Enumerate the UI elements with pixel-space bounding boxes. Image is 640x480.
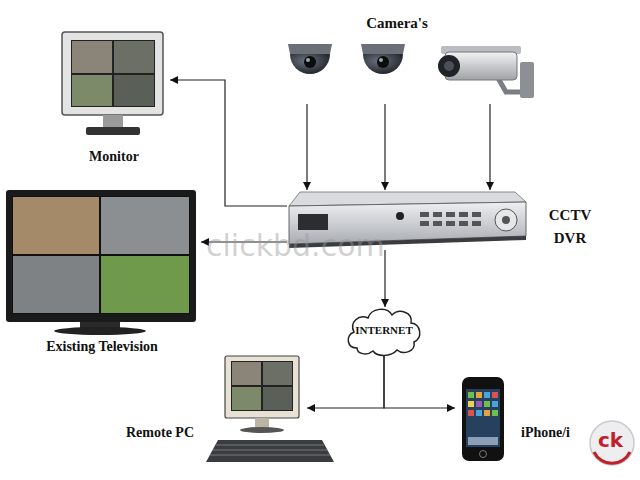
remote-pc-illustration (232, 387, 261, 410)
dvr-recorder (495, 209, 517, 231)
remote-pc-illustration (232, 362, 261, 385)
smartphone-illustration (480, 451, 487, 458)
television-illustration (12, 196, 190, 314)
television-node: Existing Television (3, 186, 201, 362)
connector-arrow (307, 355, 384, 408)
remote-pc-illustration (240, 427, 284, 433)
dvr-recorder (502, 216, 510, 224)
television-illustration (101, 197, 189, 254)
connector-arrow (170, 80, 287, 206)
dvr-recorder (446, 221, 455, 226)
television-illustration (6, 190, 196, 322)
internet-cloud: INTERNET (343, 300, 425, 360)
dvr-recorder (433, 221, 442, 226)
logo-badge (590, 421, 634, 465)
remote-pc-illustration (206, 440, 334, 462)
monitor-illustration (103, 115, 123, 127)
connector-arrow (306, 104, 307, 190)
remote-pc-illustration (263, 362, 292, 385)
dome-camera (304, 56, 316, 68)
television-illustration (6, 190, 196, 335)
dvr-recorder (459, 221, 468, 226)
dvr-recorder (396, 212, 404, 220)
monitor-illustration (86, 127, 140, 135)
node-label: Existing Television (3, 338, 201, 356)
smartphone-illustration (484, 401, 490, 407)
television-illustration (54, 327, 146, 335)
smartphone-illustration (476, 392, 482, 398)
remote-pc-node: Remote PC (112, 352, 307, 464)
remote-pc-illustration (225, 356, 299, 418)
smartphone-illustration (462, 377, 504, 461)
smartphone-illustration (468, 401, 474, 407)
monitor-node: Monitor (58, 28, 170, 168)
smartphone-node: iPhone/i (455, 372, 585, 464)
smartphone-illustration (462, 377, 504, 461)
dome-camera (363, 54, 403, 74)
node-label: Camera's (342, 14, 452, 32)
television-illustration (13, 256, 99, 313)
logo-badge (594, 452, 630, 463)
monitor-illustration (62, 32, 163, 115)
dome-camera (377, 56, 389, 68)
remote-pc-illustration (210, 445, 330, 455)
dvr-recorder (459, 212, 468, 217)
node-label: INTERNET (343, 321, 425, 339)
remote-pc-illustration (231, 361, 293, 411)
smartphone-illustration (476, 410, 482, 416)
dome-camera (290, 54, 330, 74)
node-label: iPhone/i (521, 424, 583, 442)
remote-pc-illustration (206, 356, 334, 462)
smartphone-illustration (466, 389, 500, 447)
bullet-camera (438, 46, 534, 98)
connector-arrow (384, 355, 455, 408)
monitor-illustration (114, 41, 154, 73)
dvr-recorder (433, 212, 442, 217)
dvr-recorder (472, 221, 481, 226)
node-label: Monitor (58, 148, 170, 166)
smartphone-illustration (468, 437, 498, 445)
monitor-illustration (72, 41, 112, 73)
smartphone-illustration (492, 392, 498, 398)
television-illustration (13, 197, 99, 254)
connector-arrow (384, 104, 385, 190)
monitor-illustration (62, 32, 163, 135)
bullet-camera (438, 55, 460, 77)
smartphone-illustration (468, 410, 474, 416)
dome-camera (379, 58, 383, 62)
bullet-camera (520, 62, 534, 98)
logo-text: ck (598, 428, 623, 452)
camera-group: Camera's (272, 12, 540, 104)
node-label: CCTV DVR (538, 204, 602, 250)
node-label: Remote PC (112, 424, 208, 442)
dome-camera (288, 44, 332, 74)
bullet-camera (444, 61, 454, 71)
smartphone-illustration (492, 410, 498, 416)
smartphone-illustration (492, 401, 498, 407)
television-illustration (101, 256, 189, 313)
dvr-recorder (446, 212, 455, 217)
dome-camera (361, 44, 405, 74)
dome-camera (306, 58, 310, 62)
smartphone-illustration (484, 392, 490, 398)
monitor-illustration (71, 40, 155, 107)
connector-arrow (489, 104, 490, 190)
smartphone-illustration (468, 392, 474, 398)
watermark: clickbd.com (206, 229, 385, 263)
monitor-illustration (72, 75, 112, 106)
dvr-recorder (420, 221, 429, 226)
smartphone-illustration (484, 410, 490, 416)
dvr-recorder (420, 212, 429, 217)
remote-pc-illustration (263, 387, 292, 410)
logo-badge (590, 421, 634, 465)
remote-pc-illustration (255, 418, 269, 428)
smartphone-illustration (476, 401, 482, 407)
dome-camera (288, 44, 332, 54)
dome-camera (361, 44, 405, 54)
dvr-recorder (298, 214, 328, 230)
monitor-illustration (114, 75, 154, 106)
dvr-recorder (472, 212, 481, 217)
